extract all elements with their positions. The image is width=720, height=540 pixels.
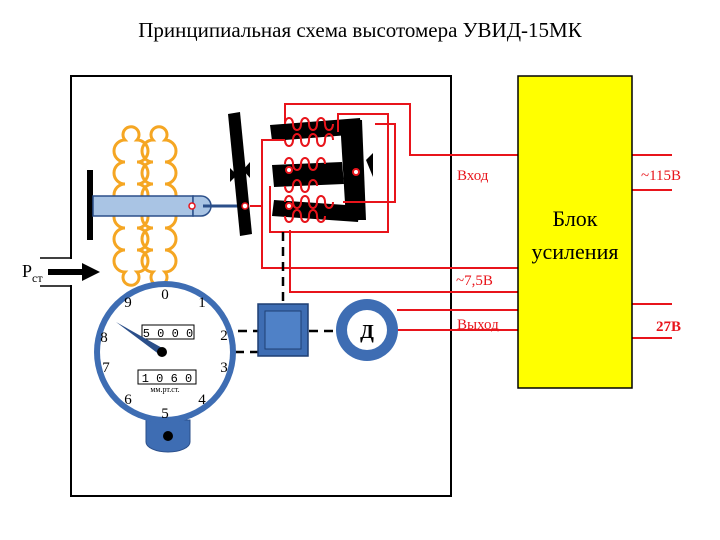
dial-unit-label: мм.рт.ст. <box>150 385 179 394</box>
dial-number: 2 <box>220 328 228 344</box>
counter-top: 5 0 0 0 <box>141 324 195 341</box>
label-supply-7-5v: ~7,5В <box>456 273 493 289</box>
dial-number: 8 <box>100 330 108 346</box>
dial-number: 1 <box>198 295 206 311</box>
dial-number: 9 <box>124 295 132 311</box>
wiring <box>250 103 672 339</box>
diagram-title: Принципиальная схема высотомера УВИД-15М… <box>138 18 582 42</box>
label-supply-27v: 27В <box>656 319 681 335</box>
dial-numbers: 0 1 2 3 4 5 6 7 8 9 <box>100 287 228 422</box>
dial-number: 3 <box>220 360 228 376</box>
dial-needle <box>116 322 167 357</box>
dial-number: 0 <box>161 287 169 303</box>
amplifier-block <box>517 75 633 389</box>
reduction-gear-box <box>257 303 309 357</box>
dial-number: 4 <box>198 392 206 408</box>
armature-plate <box>228 112 252 236</box>
dial-number: 5 <box>161 406 169 422</box>
altimeter-dial <box>94 281 236 453</box>
static-pressure-label: Рст <box>22 261 43 285</box>
label-supply-115v: ~115В <box>641 168 681 184</box>
plunger-rod <box>92 195 245 217</box>
static-pressure-inlet <box>40 257 100 287</box>
servo-motor <box>336 299 398 361</box>
pressure-arrow-icon <box>48 263 100 281</box>
dial-number: 7 <box>102 360 110 376</box>
label-output: Выход <box>457 317 499 333</box>
aneroid-capsules <box>112 125 178 287</box>
counter-top-value: 5 0 0 0 <box>143 327 193 341</box>
dial-number: 6 <box>124 392 132 408</box>
transformer-coils <box>284 117 360 223</box>
amplifier-label-line2: усиления <box>532 239 619 264</box>
motor-label: Д <box>360 321 374 343</box>
counter-bottom-value: 1 0 6 0 <box>142 372 192 386</box>
counter-bottom: 1 0 6 0 <box>137 369 197 386</box>
amplifier-label-line1: Блок <box>552 206 597 231</box>
label-input: Вход <box>457 168 489 184</box>
